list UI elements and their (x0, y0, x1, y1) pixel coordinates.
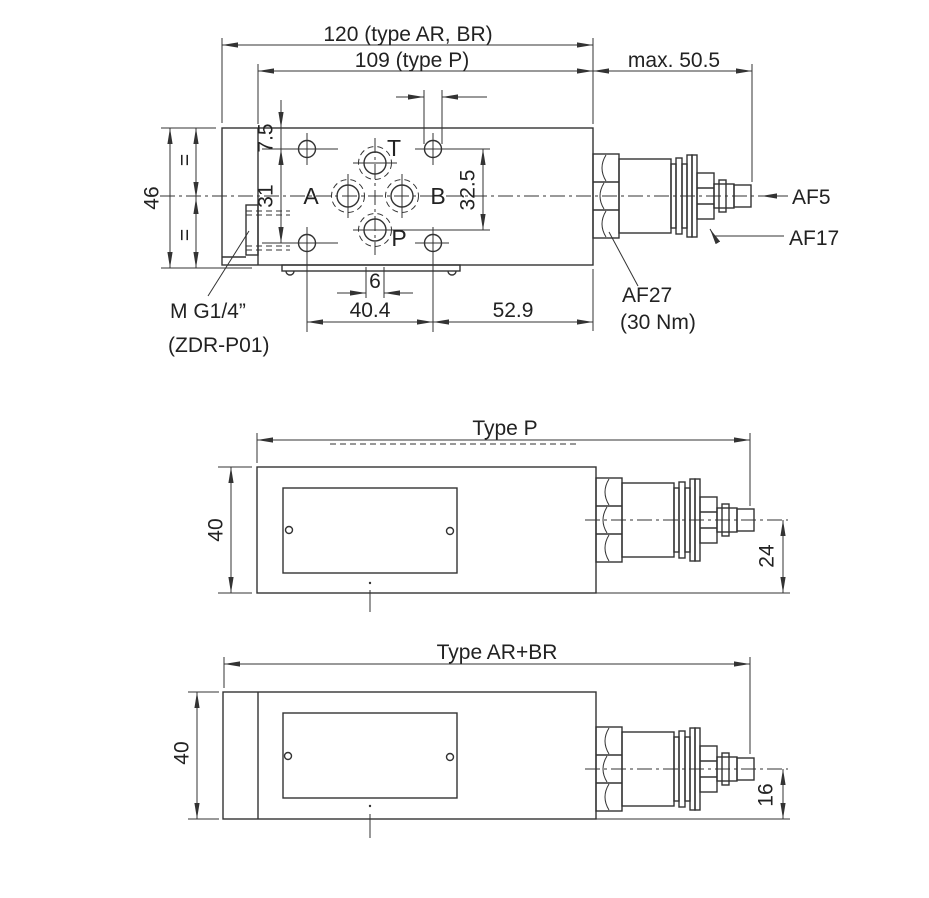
top-view-body-outline (221, 127, 594, 276)
dim-height-46: 46 (141, 186, 164, 209)
dim-31: 31 (255, 184, 278, 207)
type-p-dim-40: 40 (205, 518, 228, 541)
port-t (353, 146, 397, 180)
label-af27: AF27 (622, 284, 672, 307)
label-gauge-port: M G1/4” (170, 300, 246, 323)
port-label-t: T (387, 135, 401, 161)
dim-32-5: 32.5 (457, 170, 480, 211)
dim-length-p: 109 (type P) (355, 49, 469, 72)
port-p (353, 213, 490, 247)
port-label-a: A (303, 183, 319, 209)
port-pattern (262, 133, 490, 332)
type-ar-br-body (222, 691, 597, 838)
dim-length-arbr: 120 (type AR, BR) (323, 23, 492, 46)
af17-leader (709, 228, 784, 245)
type-ar-br-dim-16: 16 (755, 783, 778, 806)
top-view-centerlines (160, 138, 770, 255)
type-ar-br-title: Type AR+BR (437, 641, 558, 664)
type-ar-br-name-plate (282, 712, 458, 799)
top-view: 120 (type AR, BR) 109 (type P) max. 50.5… (141, 23, 840, 357)
type-p-view: Type P 40 24 (205, 417, 790, 612)
type-ar-br-view: Type AR+BR 40 16 (171, 641, 790, 838)
label-gauge-port-type: (ZDR-P01) (168, 334, 270, 357)
dim-7-5: 7.5 (255, 123, 278, 152)
dim-6: 6 (369, 270, 381, 293)
af27-leader (608, 231, 639, 287)
label-af17: AF17 (789, 227, 839, 250)
type-p-dim-24: 24 (756, 544, 779, 568)
port-a (331, 174, 365, 218)
dim-max-adjust: max. 50.5 (628, 49, 720, 72)
type-ar-br-dim-40: 40 (171, 741, 194, 764)
type-ar-br-dimension-lines (188, 657, 790, 820)
gauge-port-leader (207, 230, 250, 297)
port-label-b: B (430, 183, 445, 209)
type-p-dimension-lines (218, 433, 790, 594)
top-view-dimension-lines (161, 38, 788, 331)
equal-mark-bottom: = (174, 229, 197, 241)
label-af5: AF5 (792, 186, 831, 209)
port-label-p: P (391, 225, 406, 251)
equal-mark-top: = (174, 154, 197, 166)
port-b (385, 174, 419, 218)
dim-52-9: 52.9 (493, 299, 534, 322)
type-p-name-plate (282, 487, 458, 574)
dim-40-4: 40.4 (350, 299, 391, 322)
label-torque: (30 Nm) (620, 311, 696, 334)
type-p-body (256, 466, 597, 612)
type-p-title: Type P (472, 417, 537, 440)
mounting-holes (262, 133, 490, 332)
